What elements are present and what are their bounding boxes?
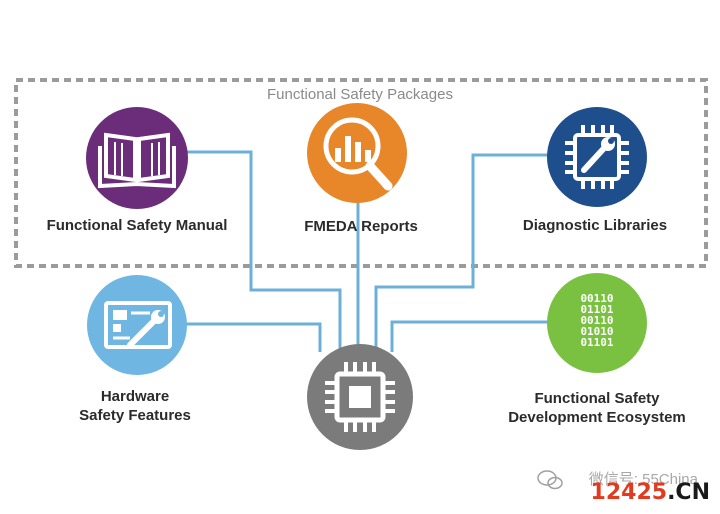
connector-ecosystem [390, 320, 548, 352]
brand-logo: 12425.CN [591, 480, 710, 505]
center-node [307, 344, 413, 450]
brand-number: 12425 [590, 480, 668, 505]
watermark-text: 微信号: 55China [588, 471, 698, 488]
ecosystem-label-line1: Functional Safety [534, 390, 660, 407]
manual-label: Functional Safety Manual [46, 217, 228, 234]
book-icon [98, 132, 176, 189]
fmeda-label: FMEDA Reports [304, 218, 418, 235]
diagnostic-node [547, 107, 647, 207]
manual-node [86, 107, 188, 209]
binary-row: 01010 [580, 325, 613, 338]
binary-row: 01101 [580, 336, 613, 349]
group-title: Functional Safety Packages [267, 86, 453, 103]
diagnostic-label: Diagnostic Libraries [522, 217, 668, 234]
hardware-node [87, 275, 187, 375]
wechat-icon [537, 470, 563, 490]
binary-row: 00110 [580, 314, 613, 327]
magnifier-chart-icon [323, 117, 393, 191]
fmeda-node [307, 103, 407, 203]
binary-row: 01101 [580, 303, 613, 316]
binary-row: 00110 [580, 292, 613, 305]
chip-icon [325, 362, 395, 432]
connector-manual [180, 150, 342, 352]
connectors [180, 150, 548, 352]
ecosystem-label-line2: Development Ecosystem [508, 409, 686, 426]
brand-domain: .CN [667, 480, 710, 505]
board-wrench-icon [104, 301, 172, 349]
connector-hardware [180, 322, 322, 352]
connector-diagnostic [374, 153, 548, 352]
watermark: 微信号: 55China [589, 468, 698, 489]
hardware-label-line2: Safety Features [79, 407, 191, 424]
ecosystem-label: Functional Safety Development Ecosystem [492, 389, 702, 427]
hardware-label-line1: Hardware [100, 388, 170, 405]
packages-group-box [14, 78, 708, 268]
chip-wrench-icon [565, 125, 629, 189]
hardware-label: Hardware Safety Features [60, 387, 210, 425]
